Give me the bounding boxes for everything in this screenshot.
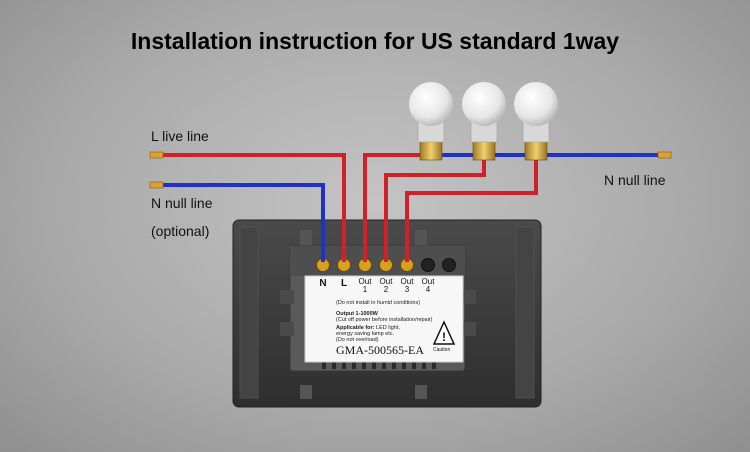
output-spec: Output 1-1000W (336, 311, 378, 317)
bulb-2 (462, 82, 506, 161)
live-wires (163, 153, 538, 262)
caution-icon: ! (432, 320, 456, 345)
screw-extra (442, 258, 456, 272)
humid-warning: (Do not install in humid conditions) (336, 300, 421, 306)
overload-note: (Do not overload) (336, 337, 379, 343)
null-line-label-right: N null line (604, 172, 666, 188)
panel-bracket-left (239, 226, 259, 399)
terminal-label-l: L (340, 278, 348, 289)
applicable-note: Applicable for: LED light, (336, 325, 400, 331)
vent-slots (322, 360, 436, 369)
wire-tips (149, 151, 672, 189)
caution-label: Caution (433, 347, 451, 353)
live-wire-out2 (384, 160, 486, 262)
bulb-3 (514, 82, 558, 161)
null-line-label-left: N null line (151, 195, 213, 211)
terminal-label-n: N (319, 278, 327, 289)
live-wire-supply (163, 153, 346, 262)
null-wire-supply (163, 183, 325, 262)
bulb-1 (409, 82, 453, 161)
screw-out4 (421, 258, 435, 272)
optional-label: (optional) (151, 223, 210, 239)
page-title: Installation instruction for US standard… (130, 28, 620, 54)
live-wire-out1 (363, 153, 432, 262)
live-wire-out3 (405, 160, 538, 262)
spec-label (304, 275, 464, 363)
terminal-screws (316, 258, 456, 272)
panel-bracket-right (515, 226, 535, 399)
live-line-label: L live line (151, 128, 209, 144)
energy-note: energy saving lamp etc. (336, 331, 395, 337)
cutoff-note: (Cut off power before installation/repai… (336, 317, 433, 323)
svg-text:!: ! (442, 330, 446, 344)
model-number: GMA-500565-EA (336, 343, 424, 357)
